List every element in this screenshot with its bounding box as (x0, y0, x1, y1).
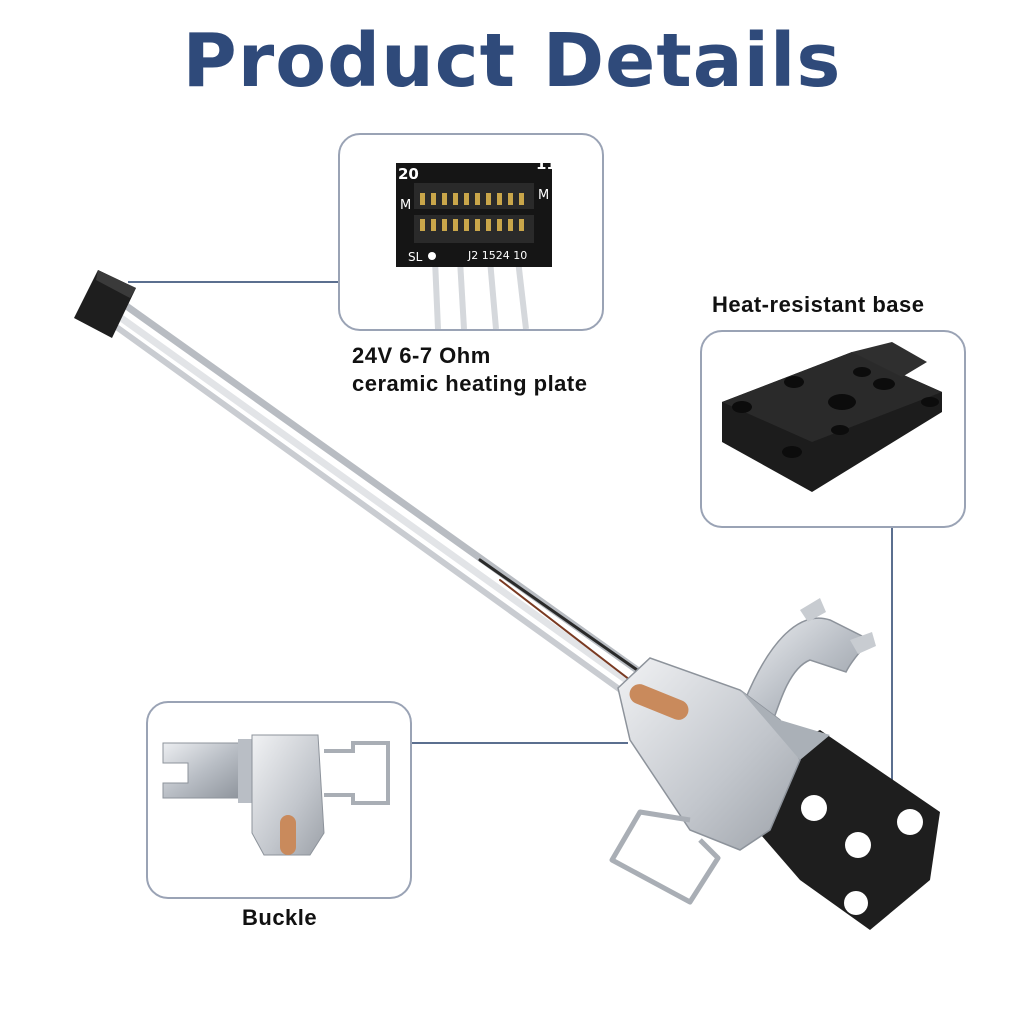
wire-connector (74, 270, 136, 338)
page-title: Product Details (182, 18, 842, 104)
leader-lines (128, 281, 893, 790)
board-text: J2 1524 10 (467, 249, 527, 262)
callout-connector: 20 11 M M SL J2 1524 10 (338, 133, 604, 331)
spring-clip (744, 598, 876, 732)
buckle-closeup (162, 734, 390, 856)
buckle-label: Buckle (242, 905, 318, 930)
callout-buckle (146, 701, 412, 899)
pin-right-number: 11 (536, 155, 557, 173)
pin-mark-right: M (538, 188, 549, 203)
connector-label-line1: 24V 6-7 Ohm (352, 343, 491, 368)
heating-plate-housing (617, 657, 830, 851)
black-base (748, 730, 940, 930)
callout-base (700, 330, 966, 528)
pin-mark-left: M (400, 198, 411, 213)
board-code: SL (408, 250, 423, 264)
wire-bail (609, 809, 721, 905)
connector-closeup: 20 11 M M SL J2 1524 10 (396, 155, 557, 329)
copper-contact (629, 684, 689, 720)
base-closeup (722, 342, 942, 492)
base-label: Heat-resistant base (712, 292, 925, 317)
connector-label-line2: ceramic heating plate (352, 371, 588, 396)
wire-bundle (101, 296, 644, 697)
pin-left-number: 20 (398, 165, 419, 183)
